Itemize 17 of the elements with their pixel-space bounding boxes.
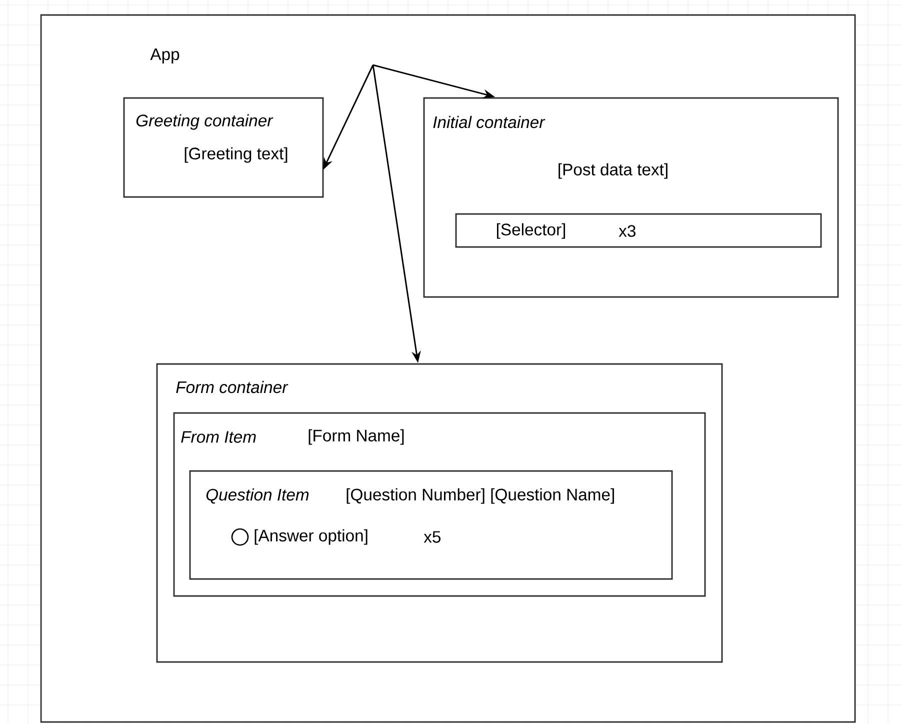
heading-text: Question Item <box>206 488 309 504</box>
container-box <box>123 97 324 198</box>
heading-text: Greeting container <box>136 114 274 130</box>
label-text: [Answer option] <box>254 529 368 545</box>
label-text: [Greeting text] <box>184 147 288 163</box>
label-text: [Post data text] <box>558 163 668 179</box>
label-text: x3 <box>618 225 636 237</box>
heading-text: Initial container <box>433 116 546 128</box>
label-text: App <box>150 48 180 64</box>
item-box <box>189 470 673 580</box>
heading-text: Form container <box>176 380 288 394</box>
label-text: x5 <box>424 531 441 543</box>
heading-text: From Item <box>181 431 256 443</box>
label-text: [Question Number] [Question Name] <box>346 488 614 504</box>
label-text: [Form Name] <box>308 429 404 445</box>
selector-box <box>455 213 822 248</box>
label-text: [Selector] <box>497 223 566 239</box>
